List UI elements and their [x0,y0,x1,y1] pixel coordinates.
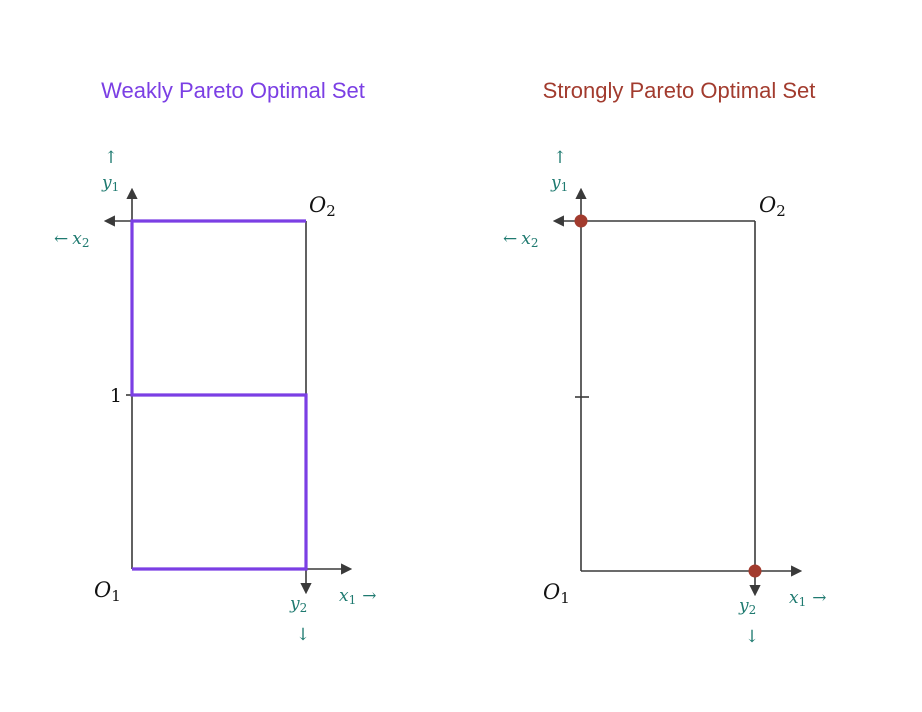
y1-label: y1 [550,173,568,194]
panel-weakly-pareto: Weakly Pareto Optimal Set 1 ↑ y1 ←x2 O2 … [54,78,376,645]
strong-pareto-point-top-left [574,214,588,228]
x1-label: x1→ [339,586,376,607]
origin-o1: O1 [94,578,121,605]
tick-label-1: 1 [110,385,122,407]
x1-label: x1→ [789,588,826,609]
x2-label: ←x2 [54,229,89,250]
origin-o1: O1 [543,580,570,607]
panel-title: Strongly Pareto Optimal Set [543,78,816,103]
panel-strongly-pareto: Strongly Pareto Optimal Set ↑ y1 ←x2 O2 … [503,78,826,647]
panel-title: Weakly Pareto Optimal Set [101,78,365,103]
origin-o2: O2 [309,193,336,220]
y1-arrow-glyph: ↑ [104,148,118,168]
origin-o2: O2 [759,193,786,220]
x2-label: ←x2 [503,229,538,250]
y2-label: y2 [738,596,756,617]
y2-label: y2 [289,594,307,615]
strong-pareto-point-bottom-right [748,564,762,578]
y1-label: y1 [101,173,119,194]
y2-arrow-glyph: ↓ [296,625,310,645]
weakly-pareto-set-path [130,219,308,571]
y1-arrow-glyph: ↑ [553,148,567,168]
y2-arrow-glyph: ↓ [745,627,759,647]
